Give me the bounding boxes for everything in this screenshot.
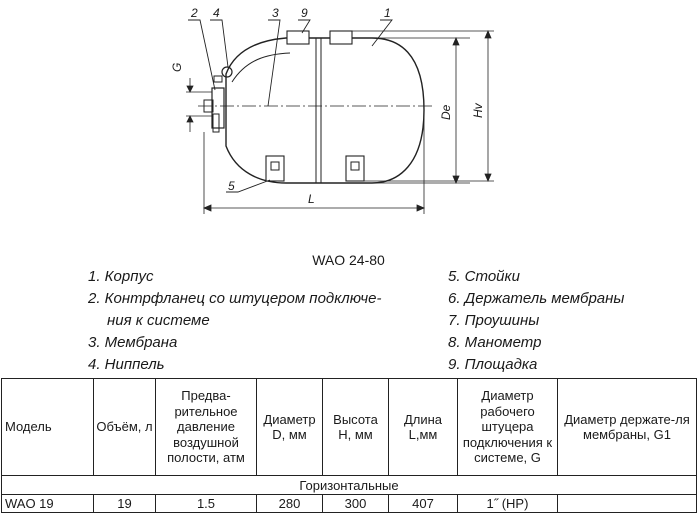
figure-caption: WAO 24-80 <box>312 252 385 268</box>
table-row: WAO 19 19 1.5 280 300 407 1˝ (НР) <box>1 494 697 513</box>
flange <box>211 87 225 129</box>
header-volume: Объём, л <box>93 378 156 476</box>
header-connection: Диаметр рабочего штуцера подключения к с… <box>457 378 558 476</box>
cell-length: 407 <box>388 494 458 513</box>
callout-4: 4 <box>213 6 220 20</box>
legend-right: 5. Стойки 6. Держатель мембраны 7. Проуш… <box>448 266 688 376</box>
table-header-row: Модель Объём, л Предва-рительное давлени… <box>1 378 697 476</box>
legend-left: 1. Корпус 2. Контрфланец со штуцером под… <box>88 266 428 376</box>
cell-height: 300 <box>322 494 389 513</box>
legend-item-7: 7. Проушины <box>448 312 540 329</box>
callout-1: 1 <box>384 6 391 20</box>
dim-de: De <box>439 104 453 120</box>
callout-2: 2 <box>190 6 198 20</box>
header-height: Высота H, мм <box>322 378 389 476</box>
legend-item-8: 8. Манометр <box>448 334 542 351</box>
cell-connection: 1˝ (НР) <box>457 494 558 513</box>
callout-5: 5 <box>228 179 235 193</box>
nipple <box>221 66 233 78</box>
top-pad <box>286 30 310 45</box>
callout-3: 3 <box>272 6 279 20</box>
dim-g: G <box>170 63 184 72</box>
leg <box>265 155 285 182</box>
cell-model: WAO 19 <box>1 494 94 513</box>
legend-item-3: 3. Мембрана <box>88 334 178 351</box>
dim-hv: Hv <box>471 102 485 118</box>
header-length: Длина L,мм <box>388 378 458 476</box>
header-pressure: Предва-рительное давление воздушной поло… <box>155 378 257 476</box>
cell-membrane-holder <box>557 494 697 513</box>
cell-pressure: 1.5 <box>155 494 257 513</box>
table-group-row: Горизонтальные <box>1 475 697 495</box>
group-label: Горизонтальные <box>1 475 697 495</box>
legend-item-6: 6. Держатель мембраны <box>448 290 625 307</box>
tank-body-outline <box>225 37 425 184</box>
legend-item-5: 5. Стойки <box>448 268 520 285</box>
cell-volume: 19 <box>93 494 156 513</box>
callout-9: 9 <box>301 6 308 20</box>
spec-table: Модель Объём, л Предва-рительное давлени… <box>1 378 697 513</box>
membrane-line <box>231 52 291 83</box>
header-diameter: Диаметр D, мм <box>256 378 323 476</box>
legend-item-4: 4. Ниппель <box>88 356 165 373</box>
tank-drawing: 2 4 3 9 1 5 G De Hv L <box>170 6 494 214</box>
legend-item-9: 9. Площадка <box>448 356 538 373</box>
legend-item-2: 2. Контрфланец со штуцером подключе- <box>88 290 382 307</box>
cell-diameter: 280 <box>256 494 323 513</box>
dim-l: L <box>308 192 315 206</box>
header-model: Модель <box>1 378 94 476</box>
legend-item-1: 1. Корпус <box>88 268 154 285</box>
legend-item-2-cont: ния к системе <box>107 312 210 329</box>
header-membrane-holder: Диаметр держате-ля мембраны, G1 <box>557 378 697 476</box>
